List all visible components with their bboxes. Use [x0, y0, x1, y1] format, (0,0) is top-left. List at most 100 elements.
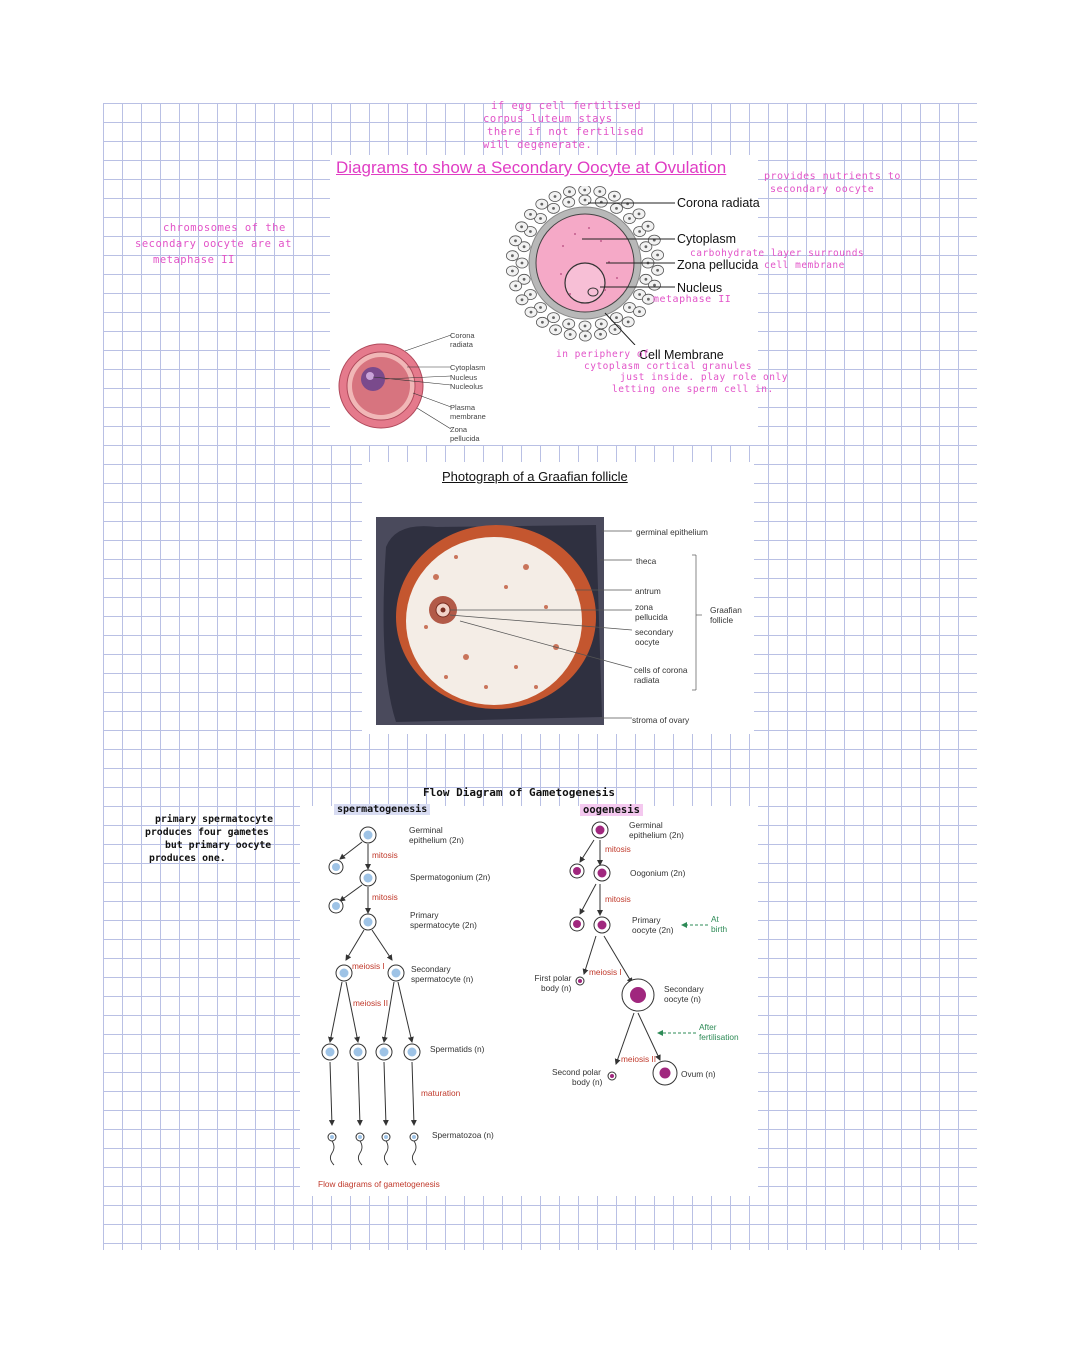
flow-panel: [300, 806, 758, 1196]
corona-cell-nucleus: [529, 230, 532, 233]
corona-cell-nucleus: [638, 293, 641, 296]
corona-cell-nucleus: [529, 293, 532, 296]
corona-cell-nucleus: [522, 277, 526, 281]
nutrients-note: provides nutrients to secondary oocyte: [764, 171, 901, 195]
label-cytoplasm: Cytoplasm: [677, 232, 737, 246]
oocyte-leader-lines: [582, 202, 675, 345]
corona-cell-nucleus: [628, 217, 631, 220]
graafian-follicle-photo: [376, 517, 604, 725]
corona-cell-nucleus: [613, 194, 616, 198]
fertilisation-note: if egg cell fertilised corpus luteum sta…: [483, 100, 644, 151]
corona-cell-nucleus: [567, 322, 571, 326]
label-corona-radiata: Corona radiata: [677, 196, 760, 210]
corona-cell-nucleus: [638, 310, 641, 313]
cortical-granules-note: in periphery of cytoplasm cortical granu…: [556, 349, 788, 395]
corona-cell-nucleus: [522, 245, 526, 249]
oo-label-meiosis-1: meiosis I: [589, 967, 622, 977]
corona-cell-nucleus: [637, 212, 641, 216]
metaphase-note: metaphase II: [653, 294, 732, 305]
sperm-label-spermatogonium: Spermatogonium (2n): [410, 872, 491, 882]
corona-cell-nucleus: [514, 284, 518, 288]
corona-cell-nucleus: [646, 224, 650, 228]
corona-cell-nucleus: [615, 207, 618, 210]
corona-cell-nucleus: [552, 207, 555, 210]
corona-cell-nucleus: [511, 269, 514, 273]
oo-label-ovum: Ovum (n): [681, 1069, 716, 1079]
corona-cell-nucleus: [541, 320, 544, 324]
label-nucleus: Nucleus: [677, 281, 723, 295]
sperm-label-mitosis-2: mitosis: [372, 892, 398, 902]
small-oocyte-diagram: [338, 334, 452, 430]
secondary-oocyte-diagram: [506, 186, 665, 342]
corona-cell-nucleus: [529, 213, 532, 216]
corona-cell-nucleus: [644, 277, 648, 281]
oogenesis-diagram: [569, 821, 708, 1086]
oo-label-mitosis-2: mitosis: [605, 894, 631, 904]
corona-cell-nucleus: [583, 188, 587, 192]
corona-cell-nucleus: [599, 322, 603, 326]
label-antrum: antrum: [635, 586, 661, 596]
sperm-label-meiosis-2: meiosis II: [353, 998, 389, 1008]
label-zona-pellucida: Zona pellucida: [677, 258, 759, 272]
small-label-cytoplasm: Cytoplasm: [450, 363, 486, 372]
corona-cell-nucleus: [647, 297, 650, 301]
follicle-title: Photograph of a Graafian follicle: [442, 469, 628, 484]
corona-cell-nucleus: [514, 239, 517, 243]
spermatogenesis-diagram: [321, 826, 421, 1166]
small-label-nucleus: Nucleus: [450, 373, 478, 382]
follicle-leader-lines: [449, 530, 702, 719]
oo-label-mitosis-1: mitosis: [605, 844, 631, 854]
corona-cell-nucleus: [644, 245, 648, 249]
corona-cell-nucleus: [583, 324, 587, 328]
corona-cell-nucleus: [552, 316, 555, 319]
label-cell-membrane: Cell Membrane: [639, 348, 724, 362]
corona-cell-nucleus: [520, 225, 523, 229]
oo-label-oogonium: Oogonium (2n): [630, 868, 686, 878]
label-germinal-epithelium: germinal epithelium: [636, 527, 708, 537]
corona-cell-nucleus: [520, 261, 524, 265]
corona-cell-nucleus: [529, 310, 533, 314]
sperm-label-spermatozoa: Spermatozoa (n): [432, 1130, 494, 1140]
corona-cell-nucleus: [520, 298, 524, 302]
sperm-label-maturation: maturation: [421, 1088, 461, 1098]
corona-cell-nucleus: [599, 332, 602, 336]
corona-cell-nucleus: [653, 283, 656, 287]
corona-cell-nucleus: [656, 268, 659, 272]
spermatogenesis-heading: spermatogenesis: [334, 804, 431, 815]
sperm-label-meiosis-1: meiosis I: [352, 961, 385, 971]
sperm-label-mitosis-1: mitosis: [372, 850, 398, 860]
corona-cell-nucleus: [638, 230, 641, 233]
corona-cell-nucleus: [615, 316, 618, 319]
gametes-note: primary spermatocyte produces four gamet…: [145, 814, 273, 864]
corona-cell-nucleus: [540, 202, 544, 206]
small-label-nucleolus: Nucleolus: [450, 382, 483, 391]
oo-label-meiosis-2: meiosis II: [621, 1054, 657, 1064]
corona-cell-nucleus: [583, 334, 587, 338]
corona-cell-nucleus: [568, 333, 572, 336]
corona-cell-nucleus: [598, 190, 602, 193]
corona-cell-nucleus: [539, 217, 542, 220]
corona-cell-nucleus: [583, 198, 587, 202]
oocyte-title: Diagrams to show a Secondary Oocyte at O…: [336, 158, 727, 177]
corona-cell-nucleus: [656, 253, 659, 257]
corona-cell-nucleus: [554, 328, 557, 332]
sperm-label-spermatids: Spermatids (n): [430, 1044, 485, 1054]
chromosomes-note: chromosomes of the secondary oocyte are …: [135, 222, 292, 266]
corona-cell-nucleus: [511, 254, 514, 258]
